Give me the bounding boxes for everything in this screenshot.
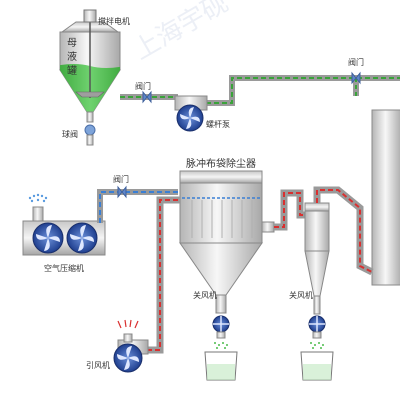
liquid-pipeline: [120, 71, 400, 106]
valve-icon: [117, 185, 127, 199]
air-lock-2: [300, 315, 334, 381]
screw-pump: [174, 95, 208, 132]
ball-valve-label: 球阀: [62, 129, 78, 139]
mother-liquor-tank: [59, 9, 121, 146]
air-lock-1: [204, 315, 238, 381]
screw-pump-label: 螺杆泵: [206, 119, 230, 129]
valve-2-label: 阀门: [113, 174, 129, 184]
powder-icon: [214, 342, 228, 349]
induced-fan-pipeline: [147, 196, 180, 354]
air-intake-icon: [28, 193, 48, 203]
valve-3-label: 阀门: [348, 57, 364, 67]
stirring-motor-icon: [83, 9, 97, 23]
compressed-air-pipeline: [97, 185, 178, 223]
cyclone-separator: [304, 202, 330, 315]
tank-label-3: 罐: [67, 64, 77, 77]
induced-fan: [113, 319, 149, 373]
ball-valve-icon: [84, 124, 96, 136]
watermark: 上海宇砚: [129, 0, 234, 66]
valve-icon: [142, 90, 152, 104]
air-lock-2-label: 关风机: [289, 290, 313, 300]
tank-label-1: 母: [67, 37, 77, 49]
pulse-bag-filter: [179, 170, 275, 314]
powder-icon: [310, 342, 324, 349]
filter-to-cyclone-pipeline: [274, 189, 305, 231]
pulse-bag-filter-label: 脉冲布袋除尘器: [186, 157, 256, 170]
cyclone-to-silo-pipeline: [313, 186, 374, 276]
stirring-motor-label: 搅拌电机: [98, 16, 130, 26]
air-lock-1-label: 关风机: [193, 290, 217, 300]
silo: [371, 109, 400, 286]
air-compressor-label: 空气压缩机: [44, 263, 84, 273]
air-compressor: [22, 193, 106, 256]
induced-fan-label: 引风机: [86, 360, 110, 370]
filter-bags: [191, 200, 253, 238]
valve-icon: [351, 71, 361, 85]
tank-label-2: 液: [67, 50, 77, 63]
valve-1-label: 阀门: [135, 81, 151, 91]
exhaust-icon: [117, 319, 139, 329]
